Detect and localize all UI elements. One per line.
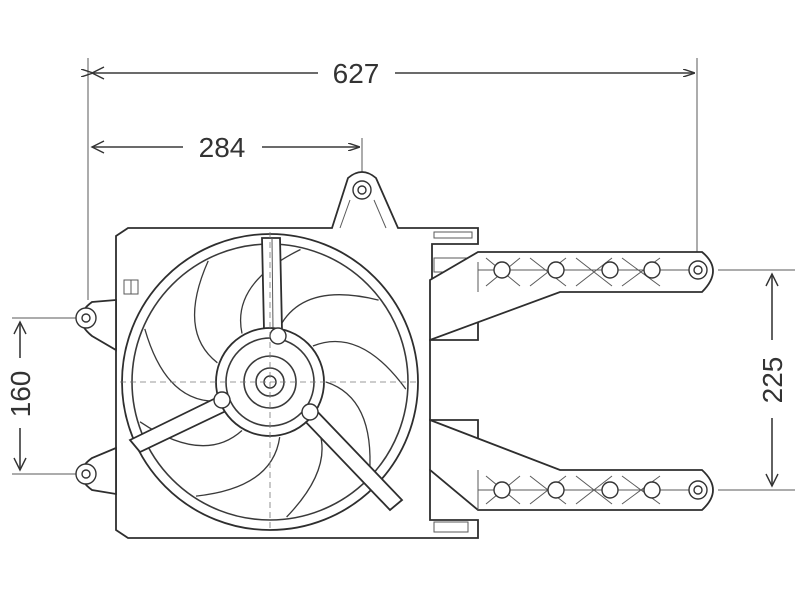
motor-support-struts [128, 237, 404, 512]
fan-blade [279, 294, 379, 328]
extension-lines [12, 58, 795, 491]
upper-mount-arm [429, 251, 714, 342]
dimension-label-627: 627 [333, 58, 380, 89]
dimension-overall-width: 627 [92, 58, 694, 89]
motor-bolt-left [213, 391, 231, 409]
center-lines [120, 232, 420, 532]
fan-blade [193, 260, 218, 364]
fan-blade [325, 381, 371, 475]
fan-blade [144, 328, 218, 402]
fan-blade [240, 248, 301, 334]
left-mounting-ears [75, 299, 117, 496]
dimension-label-160: 160 [5, 371, 36, 418]
lower-mount-arm [429, 418, 714, 511]
motor-bolt-right [301, 403, 319, 421]
dimension-hub-offset: 284 [90, 132, 359, 163]
fan-blade [195, 437, 281, 497]
motor-bolt-top [269, 327, 287, 345]
dimension-label-225: 225 [757, 357, 788, 404]
fan-blade [312, 340, 407, 390]
dimension-right-mount-spacing: 225 [757, 272, 788, 488]
dimension-left-mount-spacing: 160 [5, 320, 36, 472]
dimension-label-284: 284 [199, 132, 246, 163]
